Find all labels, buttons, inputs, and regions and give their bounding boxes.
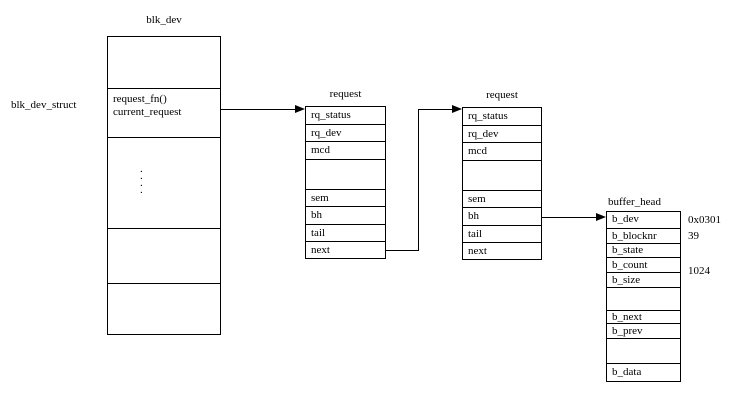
buffer-head-title: buffer_head bbox=[608, 196, 661, 208]
request2-box: rq_status rq_dev mcd sem bh tail next bbox=[462, 107, 542, 260]
blk-dev-request-fn-cell: request_fn() current_request bbox=[108, 89, 220, 138]
arrow-line bbox=[542, 217, 596, 218]
field-row: mcd bbox=[463, 143, 541, 161]
blk-dev-box: request_fn() current_request . . . . bbox=[107, 36, 221, 335]
field-row: rq_status bbox=[306, 107, 385, 125]
arrowhead-icon bbox=[452, 105, 462, 113]
ellipsis-dot: . bbox=[140, 184, 143, 196]
b-size-value: 1024 bbox=[688, 265, 710, 277]
blk-dev-ellipsis-cell: . . . . bbox=[108, 138, 220, 229]
field-row: next bbox=[468, 245, 487, 257]
field-row: b_count bbox=[607, 258, 680, 273]
arrow-line bbox=[418, 109, 452, 110]
arrowhead-icon bbox=[295, 105, 305, 113]
blk-dev-struct-label: blk_dev_struct bbox=[11, 99, 77, 111]
request1-box: rq_status rq_dev mcd sem bh tail next bbox=[305, 106, 386, 259]
field-row: b_next bbox=[607, 311, 680, 324]
blk-dev-empty-cell bbox=[108, 284, 220, 334]
field-row: rq_status bbox=[463, 108, 541, 126]
blk-dev-title: blk_dev bbox=[146, 14, 182, 26]
field-row: b_state bbox=[607, 244, 680, 258]
current-request-label: current_request bbox=[113, 106, 182, 118]
field-row: rq_dev bbox=[306, 125, 385, 142]
field-row: mcd bbox=[306, 142, 385, 160]
field-row: tail bbox=[306, 225, 385, 242]
field-row: rq_dev bbox=[463, 126, 541, 143]
field-row: b_prev bbox=[607, 324, 680, 339]
field-row: b_size bbox=[607, 273, 680, 288]
arrowhead-icon bbox=[596, 213, 606, 221]
field-row: b_dev bbox=[607, 212, 680, 229]
field-row: tail bbox=[463, 226, 541, 243]
field-row: next bbox=[311, 244, 330, 256]
ellipsis-dot: . bbox=[140, 177, 143, 189]
field-row: b_blocknr bbox=[607, 229, 680, 244]
field-row-empty bbox=[607, 339, 680, 364]
request2-title: request bbox=[486, 89, 518, 101]
field-row-empty bbox=[306, 160, 385, 190]
field-row: sem bbox=[306, 190, 385, 207]
arrow-line bbox=[221, 109, 296, 110]
ellipsis-dot: . bbox=[140, 170, 143, 182]
arrow-line bbox=[386, 250, 419, 251]
arrow-line bbox=[418, 109, 419, 251]
field-row: bh bbox=[463, 208, 541, 226]
blk-dev-empty-cell bbox=[108, 37, 220, 89]
field-row-empty bbox=[607, 288, 680, 311]
buffer-head-box: b_dev b_blocknr b_state b_count b_size b… bbox=[606, 211, 681, 382]
field-row-empty bbox=[463, 161, 541, 191]
b-blocknr-value: 39 bbox=[688, 230, 699, 242]
field-row: bh bbox=[306, 207, 385, 225]
field-row: sem bbox=[463, 191, 541, 208]
request-fn-label: request_fn() bbox=[113, 93, 167, 105]
b-dev-value: 0x0301 bbox=[688, 214, 721, 226]
request1-title: request bbox=[329, 88, 362, 100]
field-row: b_data bbox=[612, 366, 642, 378]
ellipsis-dot: . bbox=[140, 163, 143, 175]
blk-dev-empty-cell bbox=[108, 229, 220, 284]
